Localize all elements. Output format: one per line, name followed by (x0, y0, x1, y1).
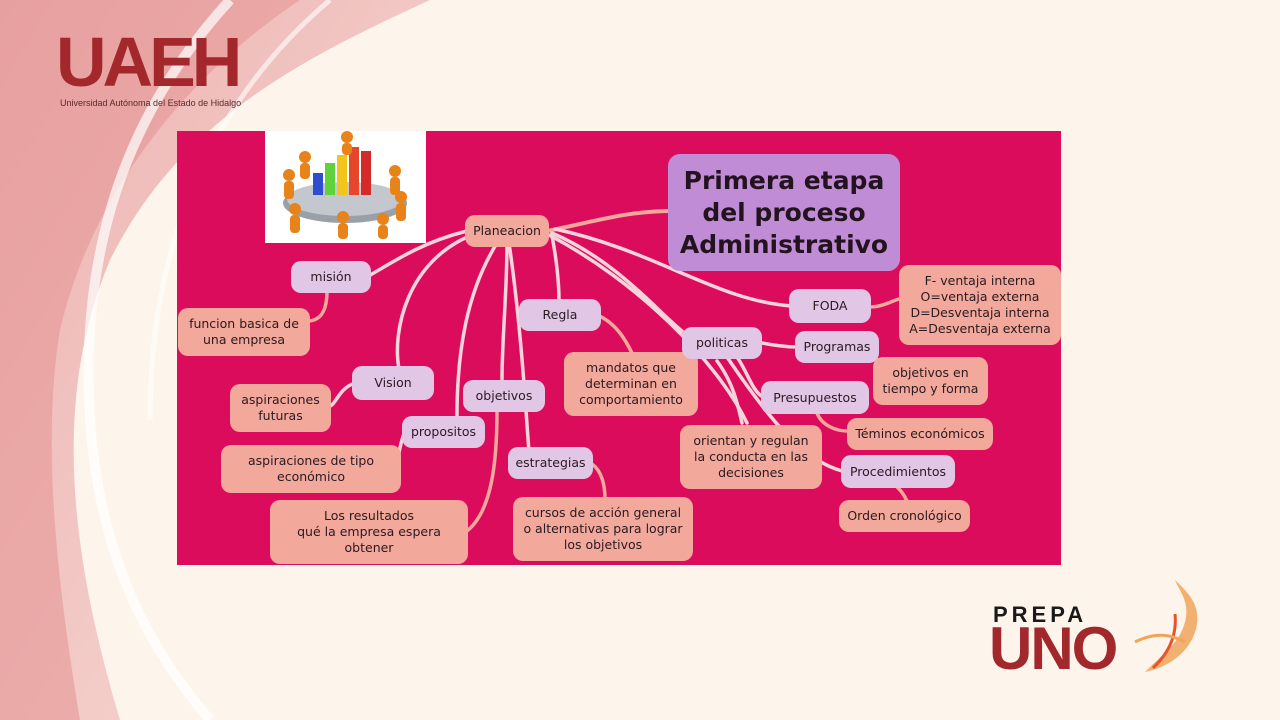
node-mision: misión (291, 261, 371, 293)
node-orientan: orientan y regulan la conducta en las de… (680, 425, 822, 489)
node-resultados: Los resultados qué la empresa espera obt… (270, 500, 468, 564)
node-regla: Regla (519, 299, 601, 331)
node-cursos: cursos de acción general o alternativas … (513, 497, 693, 561)
node-aspiraciones-economico: aspiraciones de tipo económico (221, 445, 401, 493)
node-objetivos-tiempo: objetivos en tiempo y forma (873, 357, 988, 405)
node-programas: Programas (795, 331, 879, 363)
uaeh-logo: UAEH Universidad Autónoma del Estado de … (52, 26, 272, 110)
mind-map-panel: Primera etapa del proceso Administrativo… (177, 131, 1061, 565)
node-estrategias: estrategias (508, 447, 593, 479)
node-vision: Vision (352, 366, 434, 400)
node-mandatos: mandatos que determinan en comportamient… (564, 352, 698, 416)
bird-emblem-icon (1134, 580, 1198, 672)
prepa-word: PREPA (993, 602, 1088, 627)
node-terminos-economicos: Téminos económicos (847, 418, 993, 450)
node-politicas: politicas (682, 327, 762, 359)
node-presupuestos: Presupuestos (761, 381, 869, 414)
mind-map-links (305, 209, 909, 533)
uno-word: UNO (989, 615, 1118, 682)
node-propositos: propositos (402, 416, 485, 448)
node-orden-cronologico: Orden cronológico (839, 500, 970, 532)
node-funcion-basica: funcion basica de una empresa (178, 308, 310, 356)
node-foda-detalle: F- ventaja interna O=ventaja externa D=D… (899, 265, 1061, 345)
uaeh-logo-letters: UAEH (56, 23, 242, 101)
uaeh-logo-subtitle: Universidad Autónoma del Estado de Hidal… (60, 98, 242, 108)
node-objetivos: objetivos (463, 380, 545, 412)
teamwork-bar-chart-clipart-icon (265, 131, 426, 243)
node-foda: FODA (789, 289, 871, 323)
prepa-uno-logo: PREPA UNO (985, 572, 1217, 682)
node-planeacion: Planeacion (465, 215, 549, 247)
title-box: Primera etapa del proceso Administrativo (668, 154, 900, 271)
node-aspiraciones-futuras: aspiraciones futuras (230, 384, 331, 432)
node-procedimientos: Procedimientos (841, 455, 955, 488)
